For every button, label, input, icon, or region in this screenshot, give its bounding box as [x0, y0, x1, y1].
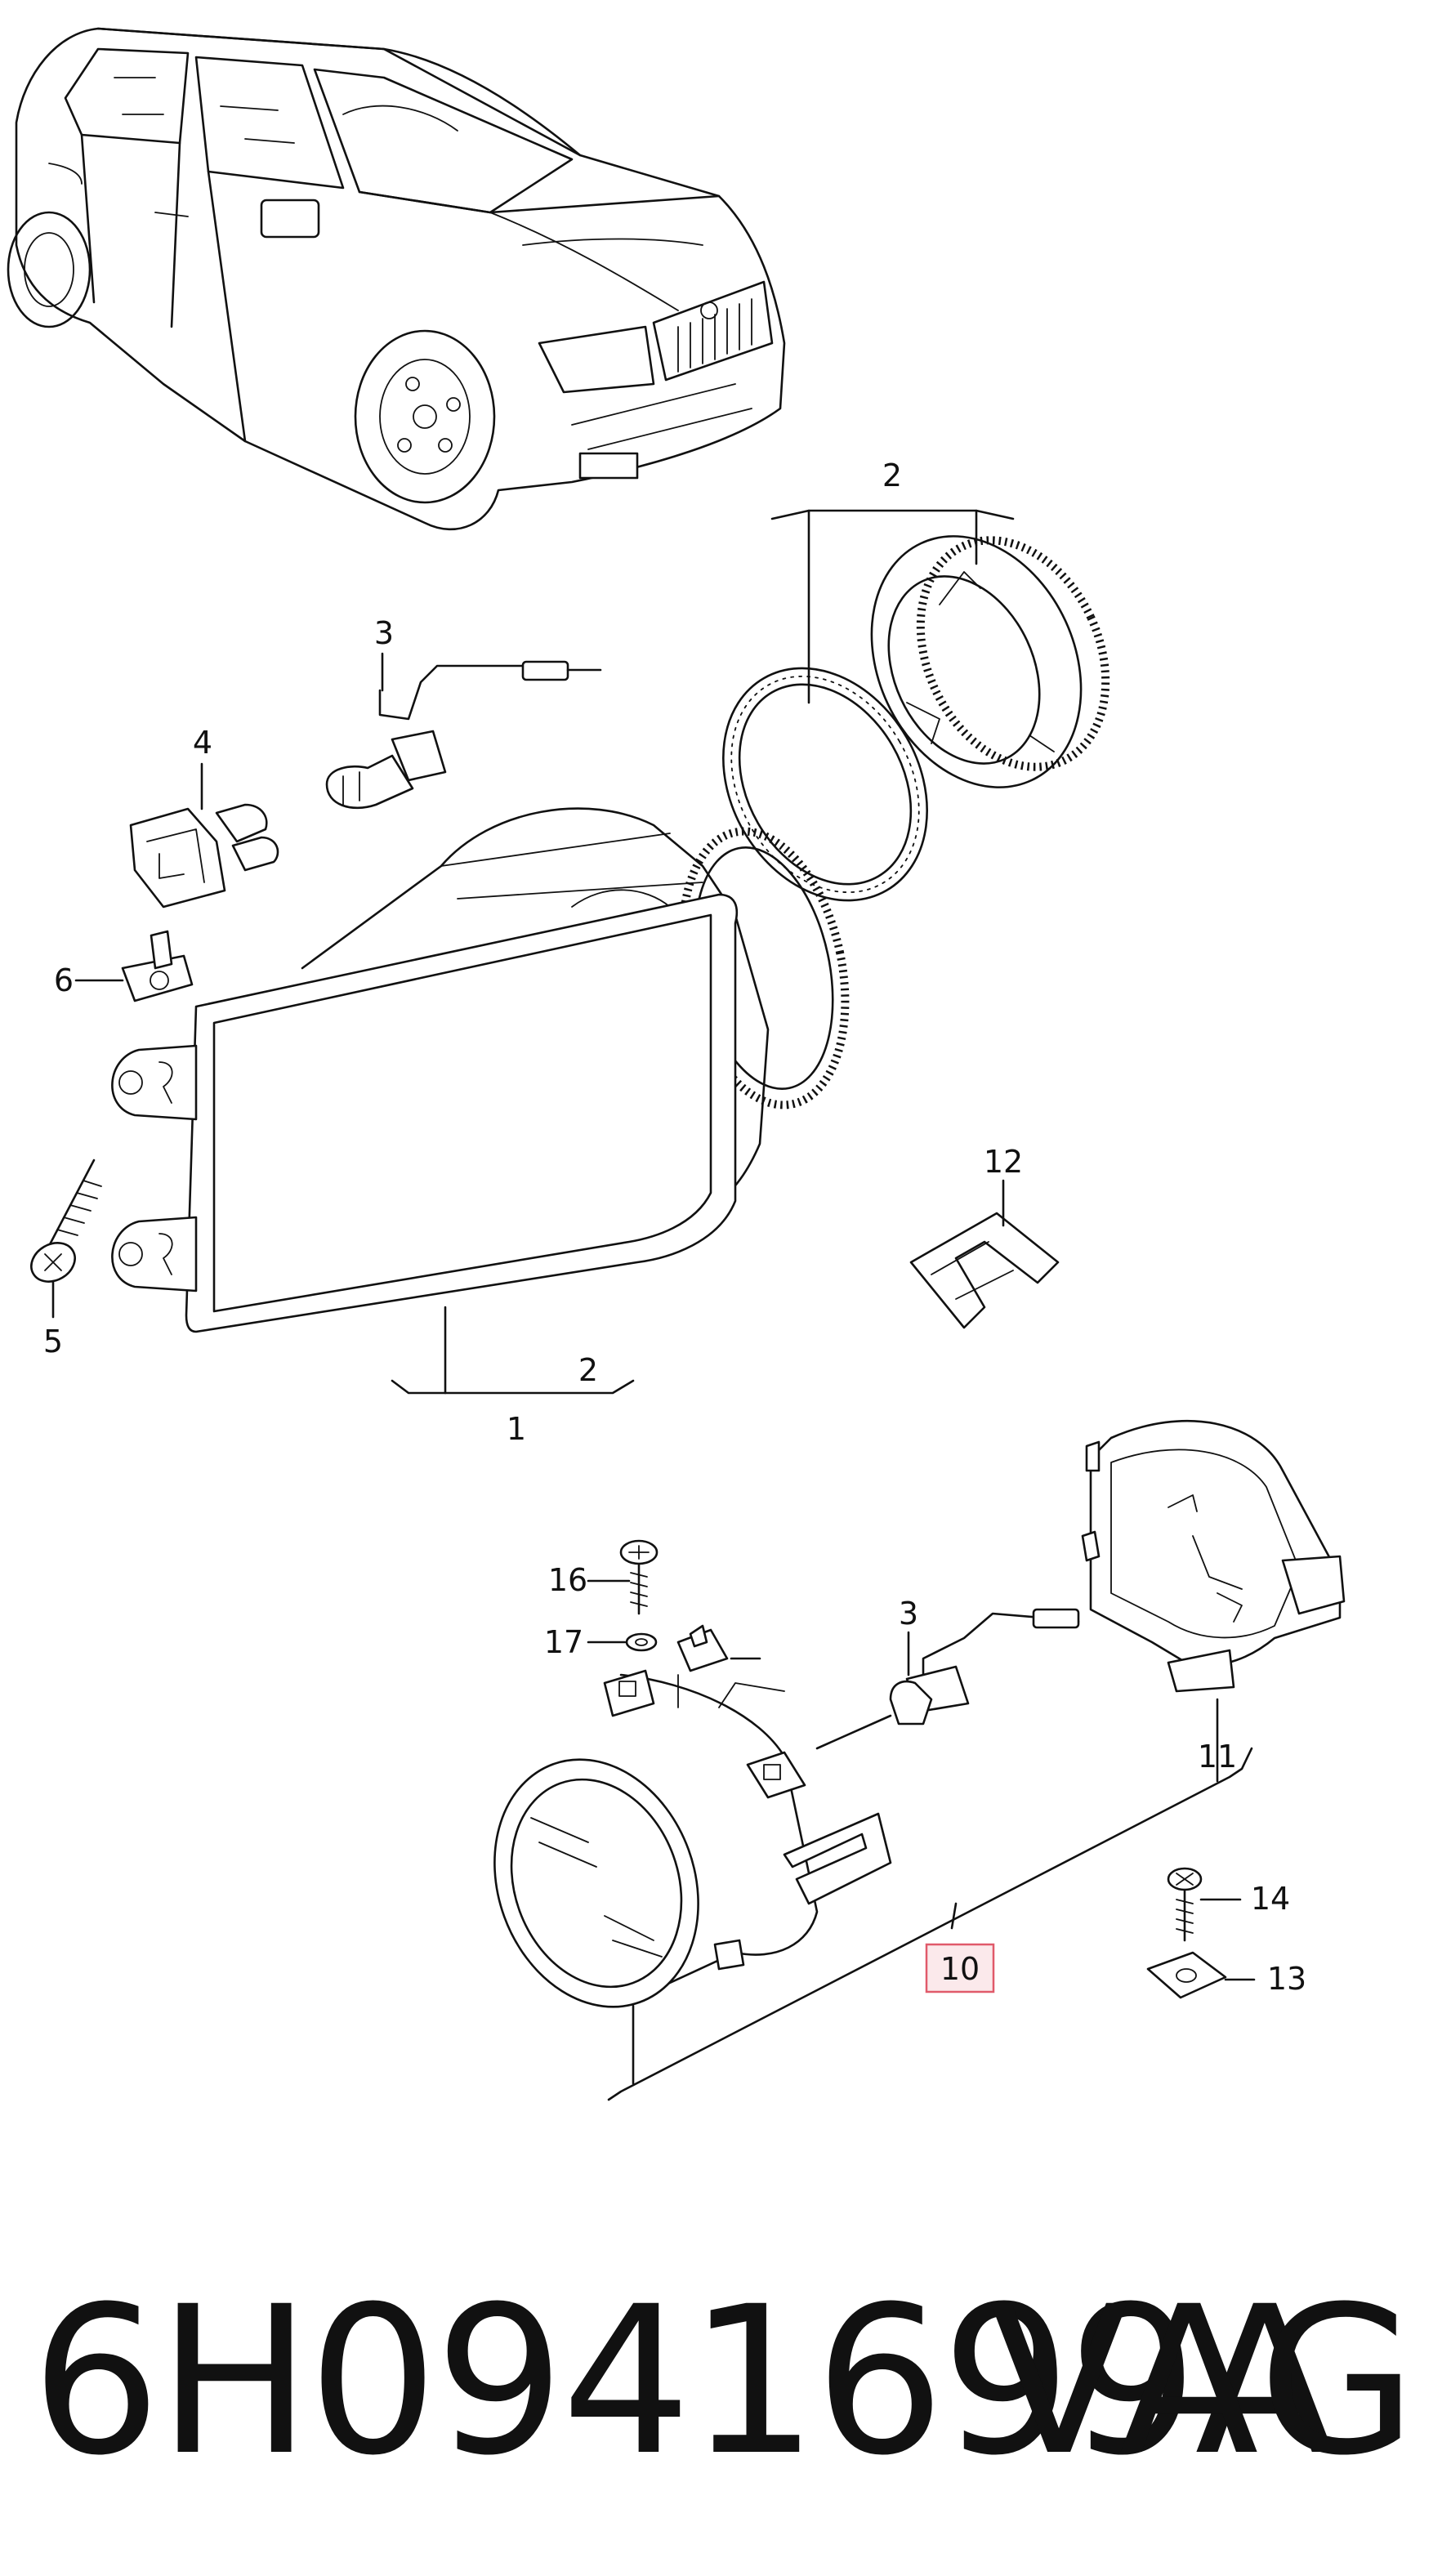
- clip-17: [676, 1624, 729, 1672]
- seal-gasket: [722, 667, 928, 902]
- callout-12: 12: [984, 1144, 1023, 1180]
- bulb-socket-connector: [129, 803, 279, 909]
- callout-10: 10: [940, 1951, 980, 1987]
- parts-diagram: 2 3 4 6 12 5 2 1 16 17 3 11 14 13 10: [7, 27, 1346, 2101]
- bracket-12: [909, 1212, 1060, 1329]
- part-number: 6H0941699A: [31, 2262, 1334, 2500]
- callout-2-lower: 2: [578, 1352, 598, 1388]
- bulb-with-harness-lower: [815, 1608, 1080, 1750]
- callout-11: 11: [1198, 1739, 1237, 1775]
- callout-1: 1: [507, 1411, 526, 1447]
- callout-16: 17: [544, 1624, 583, 1660]
- washer-16: [625, 1632, 658, 1652]
- clip-6: [121, 930, 194, 1002]
- callout-6: 6: [54, 962, 74, 998]
- callout-3-lower: 3: [899, 1596, 918, 1632]
- clip-nut-13: [1146, 1951, 1227, 1999]
- callout-10-highlight: [925, 1943, 995, 1993]
- headlight-assembly: [111, 807, 850, 1333]
- callout-13: 13: [1267, 1961, 1306, 1997]
- callout-2-upper: 2: [882, 458, 902, 493]
- fog-housing-cover: [1081, 1419, 1346, 1693]
- leader-lines: [51, 509, 1256, 2101]
- screw-5: [30, 1159, 102, 1283]
- screw-14: [1167, 1867, 1203, 1942]
- screw-15: [619, 1539, 659, 1615]
- callout-3-upper: 3: [374, 615, 394, 651]
- callout-14: 14: [1251, 1881, 1290, 1917]
- callout-5: 5: [43, 1324, 63, 1359]
- car-illustration: [7, 27, 786, 531]
- callout-4: 4: [193, 725, 212, 761]
- adjuster-ring: [870, 535, 1110, 788]
- bulb-with-harness-upper: [325, 660, 602, 810]
- callout-labels: 2 3 4 6 12 5 2 1 16 17 3 11 14 13 10: [43, 458, 1306, 1997]
- fog-light-assembly: [493, 1669, 892, 2008]
- callout-15: 16: [548, 1562, 587, 1598]
- brand-name: VAG: [989, 2262, 1420, 2500]
